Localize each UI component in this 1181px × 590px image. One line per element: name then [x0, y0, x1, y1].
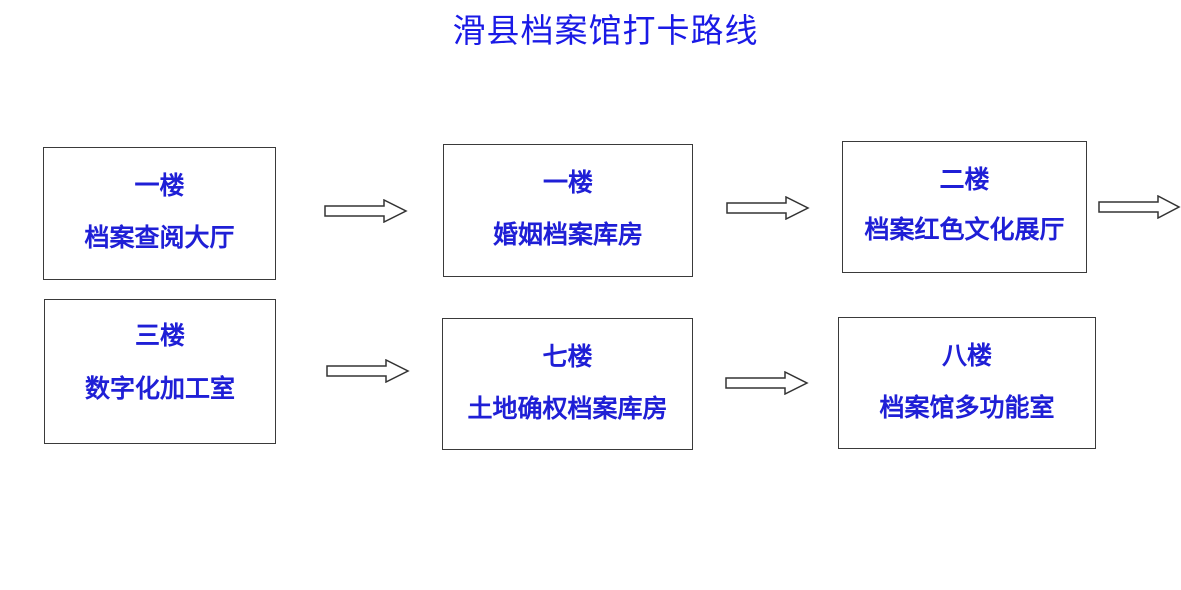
- box-floor2-red-culture-hall: 二楼 档案红色文化展厅: [842, 141, 1087, 273]
- room-label: 档案红色文化展厅: [864, 215, 1065, 244]
- right-arrow-icon: [726, 196, 810, 220]
- room-label: 档案查阅大厅: [84, 223, 235, 252]
- right-arrow-icon: [1098, 195, 1181, 219]
- floor-label: 一楼: [134, 171, 185, 200]
- floor-label: 八楼: [941, 341, 992, 370]
- box-floor7-land-rights-archive: 七楼 土地确权档案库房: [442, 318, 693, 450]
- room-label: 档案馆多功能室: [879, 393, 1055, 422]
- box-floor8-multifunction-room: 八楼 档案馆多功能室: [838, 317, 1096, 449]
- room-label: 土地确权档案库房: [467, 394, 668, 423]
- right-arrow-icon: [326, 359, 410, 383]
- room-label: 婚姻档案库房: [492, 220, 643, 249]
- room-label: 数字化加工室: [84, 374, 235, 403]
- floor-label: 一楼: [542, 168, 593, 197]
- box-floor1-marriage-archive: 一楼 婚姻档案库房: [443, 144, 693, 277]
- floor-label: 七楼: [542, 342, 593, 371]
- floor-label: 三楼: [134, 321, 185, 350]
- diagram-title: 滑县档案馆打卡路线: [452, 11, 759, 50]
- floor-label: 二楼: [939, 165, 990, 194]
- box-floor3-digitization-room: 三楼 数字化加工室: [44, 299, 276, 444]
- box-floor1-reading-hall: 一楼 档案查阅大厅: [43, 147, 276, 280]
- right-arrow-icon: [324, 199, 408, 223]
- right-arrow-icon: [725, 371, 809, 395]
